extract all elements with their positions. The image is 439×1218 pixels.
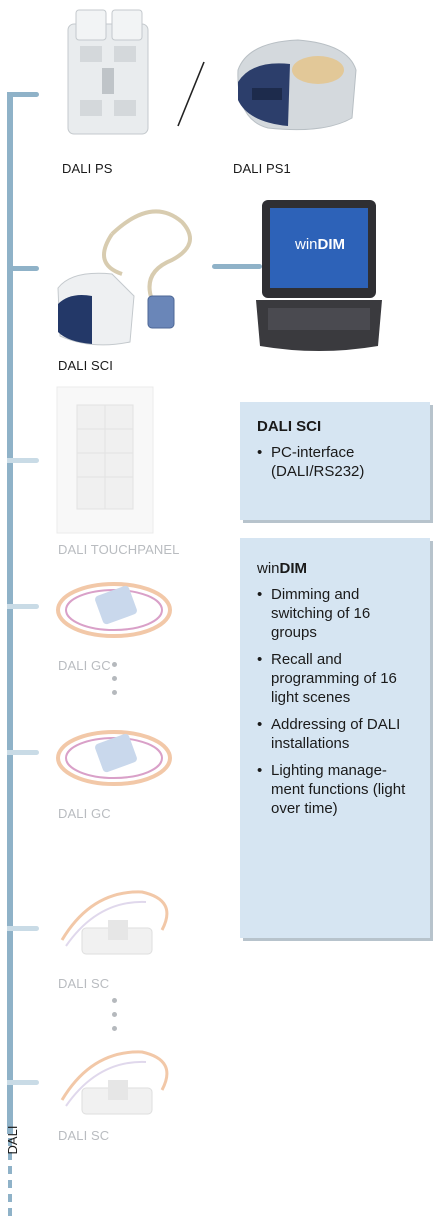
dali-touchpanel-image — [56, 386, 154, 534]
dali-sci-box-title: DALI SCI — [257, 418, 322, 435]
bus-dash — [8, 1180, 12, 1188]
dali-ps-label: DALI PS — [62, 161, 113, 176]
dali-gc-label: DALI GC — [58, 658, 111, 673]
windim-box-item: Lighting manage-ment functions (light ov… — [257, 761, 418, 818]
windim-box-title: winDIM — [257, 560, 418, 577]
dali-sc-image — [60, 1050, 169, 1115]
bus-dash — [8, 1152, 12, 1160]
laptop-screen-text: winDIM — [280, 236, 360, 253]
dali-sc-image — [60, 890, 169, 955]
dali-bus-line — [7, 92, 13, 1134]
bus-branch-ps — [7, 92, 39, 97]
windim-box-item: Recall and programming of 16 light scene… — [257, 650, 418, 707]
windim-title-prefix: win — [257, 560, 280, 577]
bus-branch-sci — [7, 266, 39, 271]
ellipsis-dots-gc — [112, 662, 117, 704]
laptop-screen-prefix: win — [294, 236, 318, 253]
windim-info-box: winDIM Dimming and switching of 16 group… — [240, 538, 430, 938]
dali-sci-box-item: PC-interface (DALI/RS232) — [257, 443, 414, 481]
bus-branch-gc1 — [7, 604, 39, 609]
dali-ps-device-image — [67, 9, 149, 135]
sci-to-pc-connector — [212, 264, 262, 269]
dali-sci-label: DALI SCI — [58, 358, 113, 373]
bus-dash — [8, 1138, 12, 1146]
dali-gc-image — [56, 730, 172, 786]
ellipsis-dots-sc — [112, 998, 117, 1040]
dali-touchpanel-label: DALI TOUCHPANEL — [58, 542, 180, 557]
windim-box-item: Addressing of DALI installations — [257, 715, 418, 753]
dali-ps1-device-image — [237, 39, 357, 131]
bus-branch-touchpanel — [7, 458, 39, 463]
bus-branch-gc2 — [7, 750, 39, 755]
windim-title-bold: DIM — [279, 560, 308, 577]
dali-gc-label: DALI GC — [58, 806, 111, 821]
bus-dash — [8, 1194, 12, 1202]
laptop-image — [256, 200, 382, 351]
dali-gc-image — [56, 582, 172, 638]
dali-sc-label: DALI SC — [58, 976, 110, 991]
windim-box-item: Dimming and switching of 16 groups — [257, 585, 418, 642]
dali-sc-label: DALI SC — [58, 1128, 110, 1143]
bus-label: DALI — [5, 1125, 20, 1155]
dali-sci-device-image — [57, 209, 192, 346]
bus-dash — [8, 1208, 12, 1216]
dali-ps1-label: DALI PS1 — [233, 161, 291, 176]
slash-separator — [177, 61, 205, 127]
laptop-screen-bold: DIM — [317, 236, 346, 253]
bus-dash — [8, 1166, 12, 1174]
dali-sci-info-box: DALI SCI PC-interface (DALI/RS232) — [240, 402, 430, 520]
bus-branch-sc1 — [7, 926, 39, 931]
bus-branch-sc2 — [7, 1080, 39, 1085]
